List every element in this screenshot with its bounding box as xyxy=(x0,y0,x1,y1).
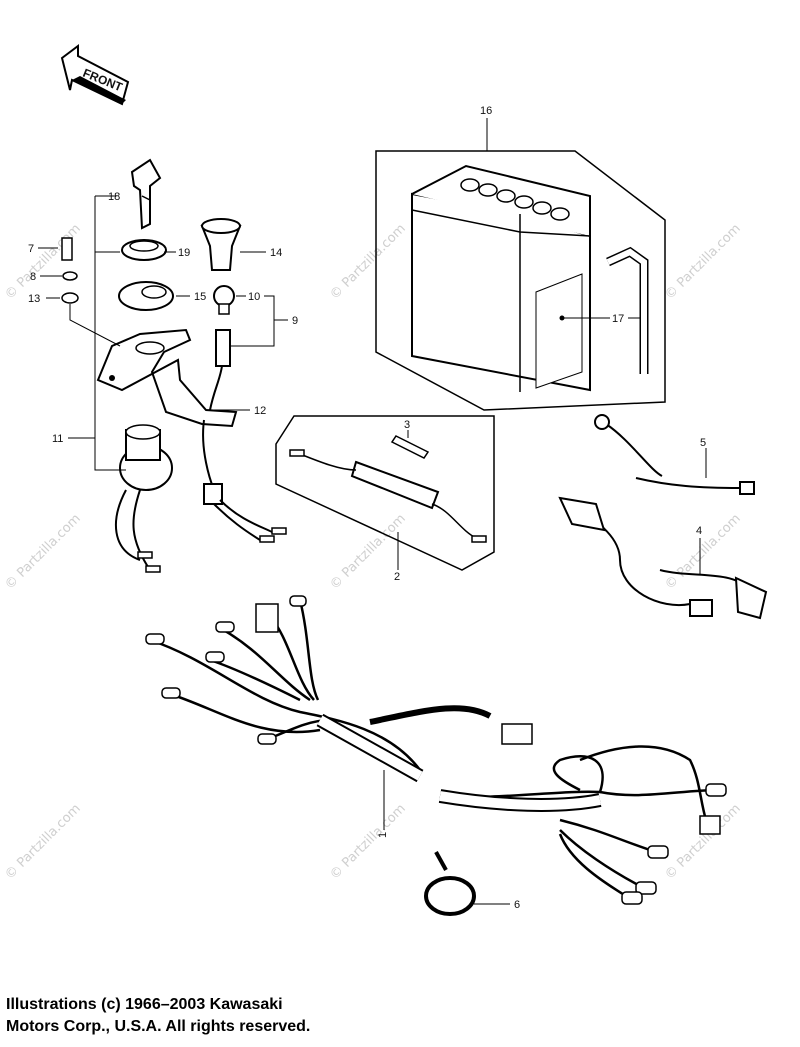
callout-5: 5 xyxy=(700,437,706,449)
watermark: © Partzilla.com xyxy=(2,801,84,883)
bolt-7 xyxy=(61,237,73,261)
callout-9: 9 xyxy=(292,315,298,327)
callout-13: 13 xyxy=(28,293,40,305)
bulb-10 xyxy=(213,285,235,307)
callout-10: 10 xyxy=(248,291,260,303)
resistor-body xyxy=(350,460,440,510)
callout-18: 18 xyxy=(108,191,120,203)
resistor-assembly xyxy=(275,415,495,571)
main-harness xyxy=(149,599,721,898)
front-arrow-icon xyxy=(60,44,130,106)
copyright-notice: Illustrations (c) 1966–2003 Kawasaki Mot… xyxy=(6,994,526,1038)
key xyxy=(130,158,162,230)
washer-13 xyxy=(61,292,79,304)
front-arrow: FRONT xyxy=(60,44,130,106)
callout-6: 6 xyxy=(514,899,520,911)
watermark-layer: © Partzilla.com © Partzilla.com © Partzi… xyxy=(2,221,744,883)
callout-17: 17 xyxy=(612,313,624,325)
callout-3: 3 xyxy=(404,419,410,431)
watermark: © Partzilla.com xyxy=(2,221,84,303)
harness-connectors xyxy=(145,595,727,905)
callout-12: 12 xyxy=(254,405,266,417)
callout-15: 15 xyxy=(194,291,206,303)
callout-7: 7 xyxy=(28,243,34,255)
switch-bracket xyxy=(96,328,238,428)
leader-lines xyxy=(38,195,610,471)
callout-4: 4 xyxy=(696,525,702,537)
callout-11: 11 xyxy=(52,433,63,445)
copyright-line-2: Motors Corp., U.S.A. All rights reserved… xyxy=(6,1018,311,1035)
battery-group-outline xyxy=(375,150,666,411)
callout-labels: 1 2 3 4 5 6 7 8 9 10 11 12 13 14 15 16 1… xyxy=(28,105,706,911)
watermark: © Partzilla.com xyxy=(662,511,744,593)
callout-1: 1 xyxy=(377,832,389,838)
watermark: © Partzilla.com xyxy=(327,801,409,883)
watermark: © Partzilla.com xyxy=(327,221,409,303)
clamp-6 xyxy=(424,851,510,916)
ignition-switch-assembly xyxy=(61,158,287,573)
callout-14: 14 xyxy=(270,247,282,259)
callout-16: 16 xyxy=(480,105,492,117)
battery-label-plate xyxy=(535,273,583,389)
washer-8 xyxy=(62,271,78,281)
fuse-3 xyxy=(390,435,430,459)
watermark: © Partzilla.com xyxy=(662,221,744,303)
callout-2: 2 xyxy=(394,571,400,583)
callout-8: 8 xyxy=(30,271,36,283)
callout-19: 19 xyxy=(178,247,190,259)
cable-5 xyxy=(605,423,663,477)
copyright-line-1: Illustrations (c) 1966–2003 Kawasaki xyxy=(6,996,283,1013)
battery-assembly xyxy=(375,118,666,411)
watermark: © Partzilla.com xyxy=(2,511,84,593)
battery-caps xyxy=(460,178,570,221)
resistor-group-outline xyxy=(275,415,495,571)
battery-cables xyxy=(558,414,768,620)
